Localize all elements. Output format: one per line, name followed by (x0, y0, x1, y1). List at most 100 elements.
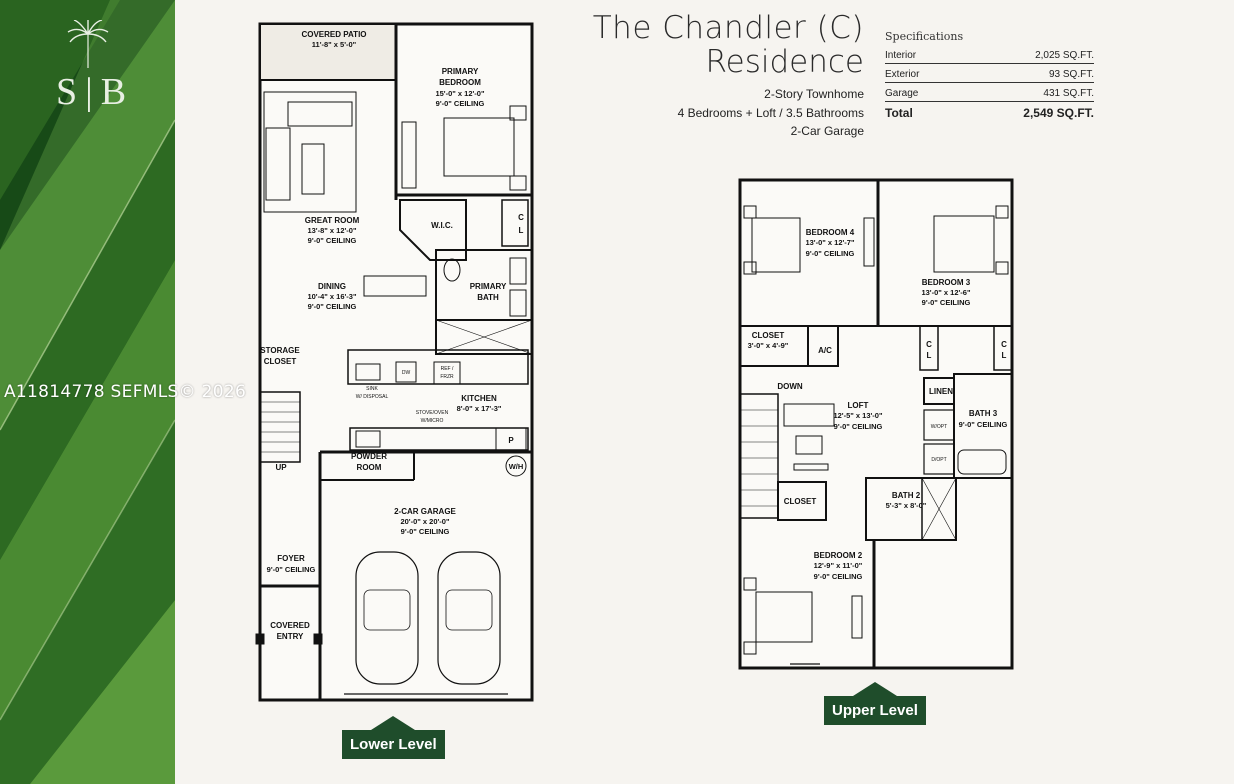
spec-value: 93 SQ.FT. (1048, 69, 1094, 80)
powder-name-1: POWDER (351, 452, 387, 461)
sink-label-1: SINK (366, 386, 378, 392)
ac-label: A/C (818, 346, 832, 355)
dining-name: DINING (318, 282, 346, 291)
wh-label: W/H (509, 462, 524, 471)
spec-label: Exterior (885, 69, 920, 80)
residence-title-line2: Residence (705, 44, 865, 80)
closet1-size: 3'-0" x 4'-9" (748, 341, 789, 350)
upper-level-plan (738, 178, 1014, 670)
dining-size: 10'-4" x 16'-3" (307, 292, 356, 301)
upper-level-badge: Upper Level (824, 682, 926, 725)
leaf-background: S|B (0, 0, 175, 784)
loft-ceiling: 9'-0" CEILING (834, 422, 883, 431)
dw-label: DW (402, 370, 411, 376)
loft-size: 12'-5" x 13'-0" (833, 411, 882, 420)
bath3-ceiling: 9'-0" CEILING (959, 420, 1008, 429)
wic-label: W.I.C. (431, 221, 453, 230)
bedroom4-ceiling: 9'-0" CEILING (806, 249, 855, 258)
lower-level-badge: Lower Level (342, 716, 445, 759)
great-room-ceiling: 9'-0" CEILING (308, 236, 357, 245)
stove-label-2: W/MICRO (421, 418, 444, 424)
spec-row-garage: Garage 431 SQ.FT. (885, 88, 1094, 102)
cl-upper-2a: C (1001, 340, 1007, 349)
loft-name: LOFT (848, 401, 869, 410)
closet2-name: CLOSET (784, 497, 817, 506)
garage-name: 2-CAR GARAGE (394, 507, 456, 516)
badge-arrow (852, 682, 897, 696)
spec-row-interior: Interior 2,025 SQ.FT. (885, 50, 1094, 64)
ref-label-2: FRZR (440, 374, 454, 380)
foyer-ceiling: 9'-0" CEILING (267, 565, 316, 574)
primary-bath-name-1: PRIMARY (470, 282, 507, 291)
wopt-label: W/OPT (931, 424, 947, 430)
lower-room-labels: COVERED PATIO 11'-8" x 5'-0" PRIMARY BED… (260, 30, 524, 641)
great-room-name: GREAT ROOM (305, 216, 360, 225)
lower-level-plan (255, 22, 534, 702)
down-label: DOWN (777, 382, 803, 391)
great-room-size: 13'-8" x 12'-0" (307, 226, 356, 235)
bedroom4-name: BEDROOM 4 (806, 228, 855, 237)
bath2-name: BATH 2 (892, 491, 921, 500)
cl-upper-1b: L (927, 351, 932, 360)
cl-upper-1a: C (926, 340, 932, 349)
sink-label-2: W/ DISPOSAL (356, 394, 389, 400)
primary-bedroom-name-1: PRIMARY (442, 67, 479, 76)
mls-watermark: A11814778 SEFMLS© 2026 (4, 382, 247, 402)
ref-label-1: REF / (441, 366, 454, 372)
upper-level-label: Upper Level (824, 696, 926, 725)
spec-total-label: Total (885, 106, 913, 120)
bedroom3-ceiling: 9'-0" CEILING (922, 298, 971, 307)
brand-logo: S|B (50, 20, 130, 113)
spec-row-exterior: Exterior 93 SQ.FT. (885, 69, 1094, 83)
garage-size: 20'-0" x 20'-0" (400, 517, 449, 526)
patio-size: 11'-8" x 5'-0" (312, 40, 357, 49)
spec-value: 2,025 SQ.FT. (1035, 50, 1094, 61)
bath3-name: BATH 3 (969, 409, 998, 418)
dining-ceiling: 9'-0" CEILING (308, 302, 357, 311)
garage-ceiling: 9'-0" CEILING (401, 527, 450, 536)
lower-level-label: Lower Level (342, 730, 445, 759)
storage-name-2: CLOSET (264, 357, 297, 366)
foyer-name: FOYER (277, 554, 305, 563)
dopt-label: D/OPT (931, 457, 946, 463)
upper-room-labels: BEDROOM 4 13'-0" x 12'-7" 9'-0" CEILING … (748, 228, 1008, 581)
spec-label: Garage (885, 88, 919, 99)
brand-letters: S|B (56, 71, 135, 113)
patio-name: COVERED PATIO (301, 30, 366, 39)
primary-bedroom-name-2: BEDROOM (439, 78, 481, 87)
palm-tree-icon (67, 20, 109, 68)
storage-name-1: STORAGE (260, 346, 300, 355)
cl-label-1: C (518, 213, 524, 222)
closet1-name: CLOSET (752, 331, 785, 340)
primary-bath-name-2: BATH (477, 293, 499, 302)
primary-bedroom-ceiling: 9'-0" CEILING (436, 99, 485, 108)
residence-title-line1: The Chandler (C) (592, 10, 864, 46)
bedroom2-name: BEDROOM 2 (814, 551, 863, 560)
spec-total-value: 2,549 SQ.FT. (1023, 106, 1094, 120)
bedroom3-size: 13'-0" x 12'-6" (921, 288, 970, 297)
kitchen-name: KITCHEN (461, 394, 497, 403)
spec-row-total: Total 2,549 SQ.FT. (885, 106, 1094, 122)
pantry-label: P (508, 436, 514, 445)
bedroom2-size: 12'-9" x 11'-0" (814, 561, 863, 570)
kitchen-size: 8'-0" x 17'-3" (457, 404, 502, 413)
bath2-size: 5'-3" x 8'-0" (886, 501, 927, 510)
summary-line-3: 2-Car Garage (790, 124, 864, 138)
cl-upper-2b: L (1002, 351, 1007, 360)
up-label: UP (275, 463, 287, 472)
stove-label-1: STOVE/OVEN (416, 410, 449, 416)
specifications-heading: Specifications (885, 30, 964, 43)
badge-arrow (371, 716, 416, 730)
summary-line-1: 2-Story Townhome (764, 87, 864, 101)
bedroom4-size: 13'-0" x 12'-7" (805, 238, 854, 247)
spec-label: Interior (885, 50, 917, 61)
spec-value: 431 SQ.FT. (1043, 88, 1094, 99)
entry-name-2: ENTRY (277, 632, 304, 641)
powder-name-2: ROOM (357, 463, 382, 472)
summary-line-2: 4 Bedrooms + Loft / 3.5 Bathrooms (677, 106, 864, 120)
linen-label: LINEN (929, 387, 953, 396)
primary-bedroom-size: 15'-0" x 12'-0" (435, 89, 484, 98)
leaf-graphic (0, 0, 175, 784)
bedroom2-ceiling: 9'-0" CEILING (814, 572, 863, 581)
